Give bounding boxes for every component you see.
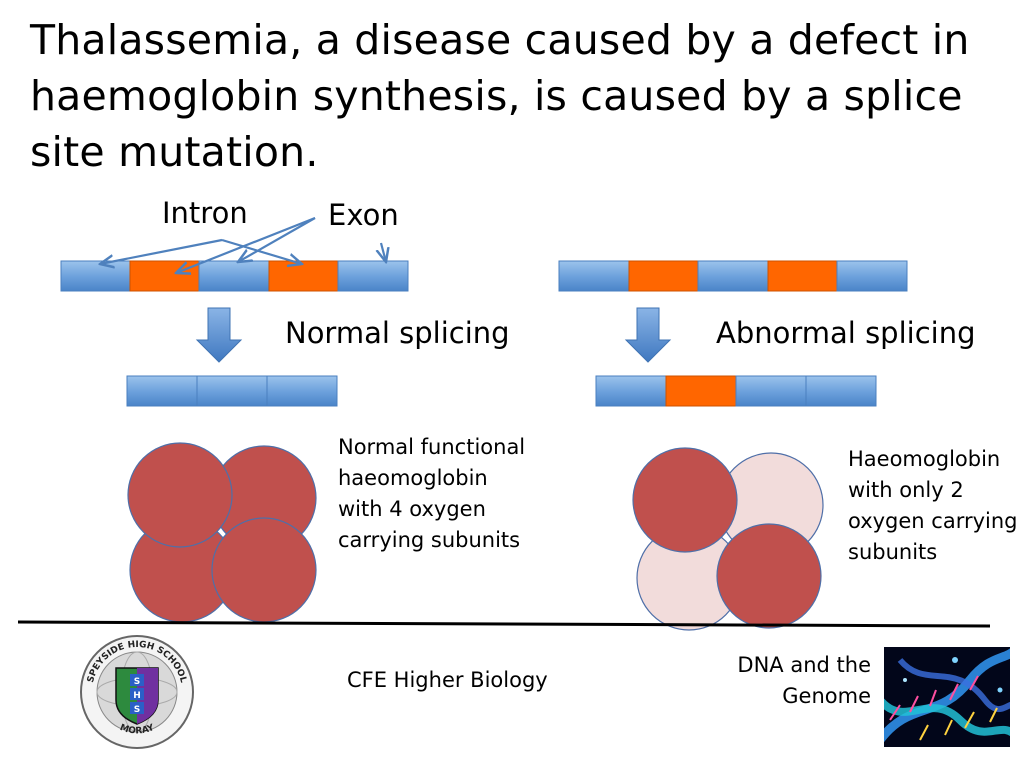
exon-segment bbox=[266, 375, 338, 407]
intron-segment bbox=[628, 260, 699, 292]
exon-segment bbox=[196, 375, 268, 407]
exon-segment bbox=[595, 375, 667, 407]
exon-segment bbox=[805, 375, 877, 407]
svg-text:S: S bbox=[134, 705, 140, 715]
pre-mrna-normal bbox=[60, 260, 409, 292]
exon-pointer bbox=[381, 242, 386, 262]
exon-label: Exon bbox=[328, 198, 399, 232]
subunit-functional bbox=[211, 517, 317, 623]
exon-pointer bbox=[238, 217, 316, 262]
subunit-functional bbox=[632, 447, 738, 553]
topic-label: DNA and the Genome bbox=[737, 653, 871, 708]
abnormal-haemoglobin-description: Haeomoglobin with only 2 oxygen carrying… bbox=[848, 447, 1018, 564]
down-arrow-abnormal bbox=[624, 307, 672, 363]
normal-splicing-label: Normal splicing bbox=[285, 316, 510, 350]
intron-segment bbox=[767, 260, 838, 292]
abnormal-splicing-label: Abnormal splicing bbox=[716, 316, 976, 350]
exon-segment bbox=[558, 260, 630, 292]
dna-helix-image bbox=[884, 647, 1010, 747]
intron-pointer bbox=[221, 238, 302, 264]
exon-segment bbox=[198, 260, 270, 292]
slide-title: Thalassemia, a disease caused by a defec… bbox=[30, 16, 970, 176]
pre-mrna-abnormal bbox=[558, 260, 908, 292]
intron-segment bbox=[665, 375, 737, 407]
label-pointers bbox=[100, 216, 386, 273]
subunit-functional bbox=[127, 442, 233, 548]
footer-divider bbox=[17, 620, 991, 628]
exon-pointer bbox=[176, 216, 316, 273]
mrna-abnormal bbox=[595, 375, 877, 407]
course-label: CFE Higher Biology bbox=[347, 668, 548, 692]
exon-segment bbox=[337, 260, 409, 292]
intron-segment bbox=[129, 260, 200, 292]
svg-text:H: H bbox=[133, 691, 141, 701]
intron-label: Intron bbox=[162, 196, 248, 230]
svg-text:S: S bbox=[134, 677, 140, 687]
exon-segment bbox=[735, 375, 807, 407]
normal-haemoglobin-description: Normal functional haeomoglobin with 4 ox… bbox=[338, 435, 526, 552]
subunit-functional bbox=[716, 523, 822, 629]
school-crest-icon: SPEYSIDE HIGH SCHOOL MORAY S H S bbox=[80, 635, 194, 749]
intron-pointer bbox=[100, 238, 223, 264]
exon-segment bbox=[126, 375, 198, 407]
mrna-normal bbox=[126, 375, 338, 407]
down-arrow-normal bbox=[195, 307, 243, 363]
exon-segment bbox=[836, 260, 908, 292]
exon-segment bbox=[60, 260, 131, 292]
exon-segment bbox=[697, 260, 769, 292]
haemoglobin-normal bbox=[127, 442, 317, 623]
haemoglobin-abnormal bbox=[632, 447, 824, 631]
intron-segment bbox=[268, 260, 339, 292]
